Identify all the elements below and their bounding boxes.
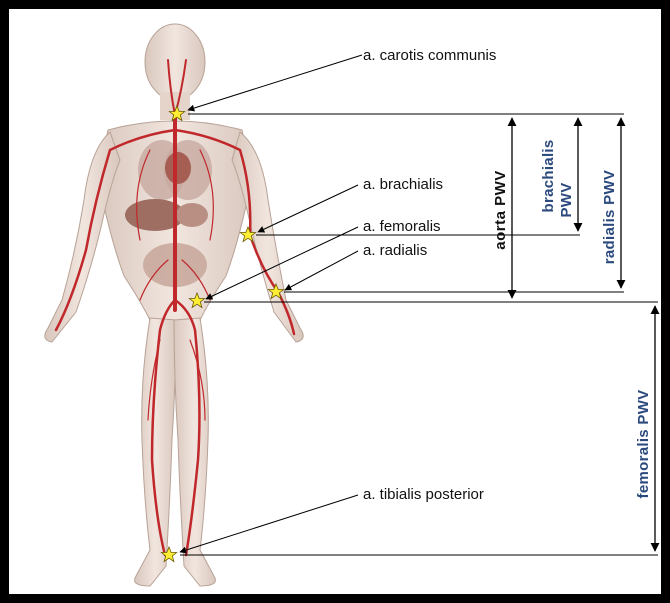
label-brachialis-pwv-line1: brachialis bbox=[540, 139, 557, 212]
label-radialis-pwv: radialis PWV bbox=[601, 170, 618, 264]
label-aorta-pwv: aorta PWV bbox=[492, 170, 509, 250]
label-carotis: a. carotis communis bbox=[363, 47, 496, 64]
pwv-arrows bbox=[512, 118, 655, 551]
artery-network bbox=[56, 60, 294, 555]
label-femoralis: a. femoralis bbox=[363, 218, 441, 235]
label-radialis: a. radialis bbox=[363, 242, 427, 259]
label-brachialis-pwv-line2: PWV bbox=[558, 182, 575, 217]
label-brachialis: a. brachialis bbox=[363, 176, 443, 193]
label-femoralis-pwv: femoralis PWV bbox=[635, 390, 652, 499]
label-tibialis: a. tibialis posterior bbox=[363, 486, 484, 503]
